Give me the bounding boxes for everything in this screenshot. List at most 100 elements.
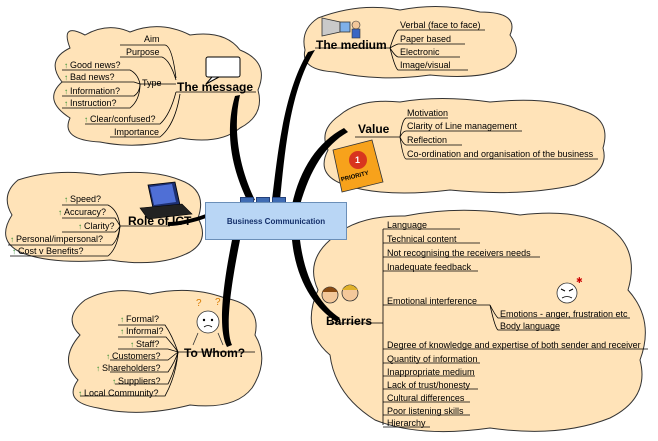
whom-item[interactable]: ↑Formal? xyxy=(120,314,159,325)
whom-item-label: Staff? xyxy=(136,339,160,349)
value-item[interactable]: Clarity of Line management xyxy=(407,121,518,131)
ict-item[interactable]: ↑Accuracy? xyxy=(58,207,106,218)
ict-item-label: Personal/impersonal? xyxy=(16,234,104,244)
up-arrow-icon: ↑ xyxy=(84,115,88,124)
up-arrow-icon: ↑ xyxy=(78,389,82,398)
up-arrow-icon: ↑ xyxy=(12,247,16,256)
whom-item[interactable]: ↑Customers? xyxy=(106,351,161,362)
ict-item[interactable]: ↑Clarity? xyxy=(78,221,115,232)
ict-item-label: Clarity? xyxy=(84,221,115,231)
message-type-item[interactable]: ↑Instruction? xyxy=(64,98,117,109)
message-type-item-label: Instruction? xyxy=(70,98,117,108)
ict-item[interactable]: ↑Speed? xyxy=(64,194,101,205)
ict-item-label: Cost v Benefits? xyxy=(18,246,84,256)
message-clear[interactable]: ↑Clear/confused? xyxy=(84,114,156,125)
branch-whom xyxy=(221,240,240,347)
barrier-item[interactable]: Hierarchy xyxy=(387,418,426,428)
barriers-sublines xyxy=(330,228,648,428)
branch-ict xyxy=(168,214,206,226)
ict-item-label: Accuracy? xyxy=(64,207,107,217)
arguing-people-icon xyxy=(321,284,359,304)
barrier-item[interactable]: Cultural differences xyxy=(387,393,465,403)
whom-item-label: Formal? xyxy=(126,314,160,324)
up-arrow-icon: ↑ xyxy=(58,208,62,217)
message-importance[interactable]: Importance xyxy=(114,127,160,137)
whom-item-label: Local Community? xyxy=(84,388,159,398)
value-item[interactable]: Reflection xyxy=(407,135,448,145)
ict-item-label: Speed? xyxy=(70,194,102,204)
whom-item[interactable]: ↑Informal? xyxy=(120,326,164,337)
whom-item-label: Suppliers? xyxy=(118,376,161,386)
barrier-item[interactable]: Language xyxy=(387,220,428,230)
barrier-emotional[interactable]: Emotional interference xyxy=(387,296,478,306)
barrier-item[interactable]: Not recognising the receivers needs xyxy=(387,248,531,258)
message-clear-label: Clear/confused? xyxy=(90,114,156,124)
ict-item[interactable]: ↑Cost v Benefits? xyxy=(12,246,84,257)
ict-title[interactable]: Role of ICT xyxy=(128,214,192,228)
priority-badge-icon xyxy=(332,139,384,193)
branch-message xyxy=(229,95,255,202)
message-type[interactable]: Type xyxy=(142,78,162,88)
confused-person-icon: ? ? xyxy=(192,297,224,346)
value-item[interactable]: Motivation xyxy=(407,108,449,118)
value-item[interactable]: Co-ordination and organisation of the bu… xyxy=(407,149,594,159)
up-arrow-icon: ↑ xyxy=(64,195,68,204)
message-type-item[interactable]: ↑Information? xyxy=(64,86,120,97)
svg-text:?: ? xyxy=(196,298,202,309)
barrier-item[interactable]: Quantity of information xyxy=(387,354,478,364)
branch-medium xyxy=(272,50,315,200)
up-arrow-icon: ↑ xyxy=(112,377,116,386)
message-type-item-label: Information? xyxy=(70,86,121,96)
barrier-item[interactable]: Degree of knowledge and expertise of bot… xyxy=(387,340,641,350)
up-arrow-icon: ↑ xyxy=(10,235,14,244)
up-arrow-icon: ↑ xyxy=(106,352,110,361)
up-arrow-icon: ↑ xyxy=(120,327,124,336)
value-sublines xyxy=(355,117,598,160)
up-arrow-icon: ↑ xyxy=(96,364,100,373)
value-bubble xyxy=(323,98,606,194)
message-type-item-label: Good news? xyxy=(70,60,121,70)
message-type-item[interactable]: ↑Bad news? xyxy=(64,72,115,83)
medium-title[interactable]: The medium xyxy=(316,38,387,52)
whom-item[interactable]: ↑Local Community? xyxy=(78,388,159,399)
message-bubble xyxy=(53,26,262,146)
whom-title[interactable]: To Whom? xyxy=(184,346,246,360)
priority-number: 1 xyxy=(355,155,361,165)
up-arrow-icon: ↑ xyxy=(130,340,134,349)
message-sublines xyxy=(62,44,256,138)
barrier-emotional-sub[interactable]: Body language xyxy=(500,321,561,331)
value-title[interactable]: Value xyxy=(358,122,390,136)
megaphone-icon xyxy=(321,17,361,39)
whom-sublines xyxy=(80,324,255,397)
angry-face-icon: ✱ xyxy=(556,276,583,304)
svg-text:?: ? xyxy=(215,297,221,308)
medium-item[interactable]: Electronic xyxy=(400,47,440,57)
barrier-item[interactable]: Inappropriate medium xyxy=(387,367,475,377)
branch-value xyxy=(292,128,348,205)
barrier-item[interactable]: Technical content xyxy=(387,234,457,244)
message-aim[interactable]: Aim xyxy=(144,34,160,44)
message-type-item[interactable]: ↑Good news? xyxy=(64,60,121,71)
message-purpose[interactable]: Purpose xyxy=(126,47,160,57)
whom-item[interactable]: ↑Staff? xyxy=(130,339,159,350)
whom-item[interactable]: ↑Suppliers? xyxy=(112,376,161,387)
barrier-item[interactable]: Poor listening skills xyxy=(387,406,464,416)
message-type-item-label: Bad news? xyxy=(70,72,115,82)
barrier-emotional-sub[interactable]: Emotions - anger, frustration etc xyxy=(500,309,628,319)
up-arrow-icon: ↑ xyxy=(78,222,82,231)
barrier-item[interactable]: Lack of trust/honesty xyxy=(387,380,471,390)
medium-item[interactable]: Verbal (face to face) xyxy=(400,20,481,30)
medium-item[interactable]: Image/visual xyxy=(400,60,451,70)
barrier-item[interactable]: Inadequate feedback xyxy=(387,262,472,272)
message-title[interactable]: The message xyxy=(177,80,254,94)
up-arrow-icon: ↑ xyxy=(120,315,124,324)
central-topic[interactable]: Business Communication xyxy=(205,202,347,240)
speech-bubble-icon xyxy=(205,56,241,85)
medium-item[interactable]: Paper based xyxy=(400,34,452,44)
whom-item[interactable]: ↑Shareholders? xyxy=(96,363,161,374)
ict-item[interactable]: ↑Personal/impersonal? xyxy=(10,234,103,245)
ict-sublines xyxy=(8,204,170,257)
up-arrow-icon: ↑ xyxy=(64,73,68,82)
barriers-title[interactable]: Barriers xyxy=(326,314,373,328)
